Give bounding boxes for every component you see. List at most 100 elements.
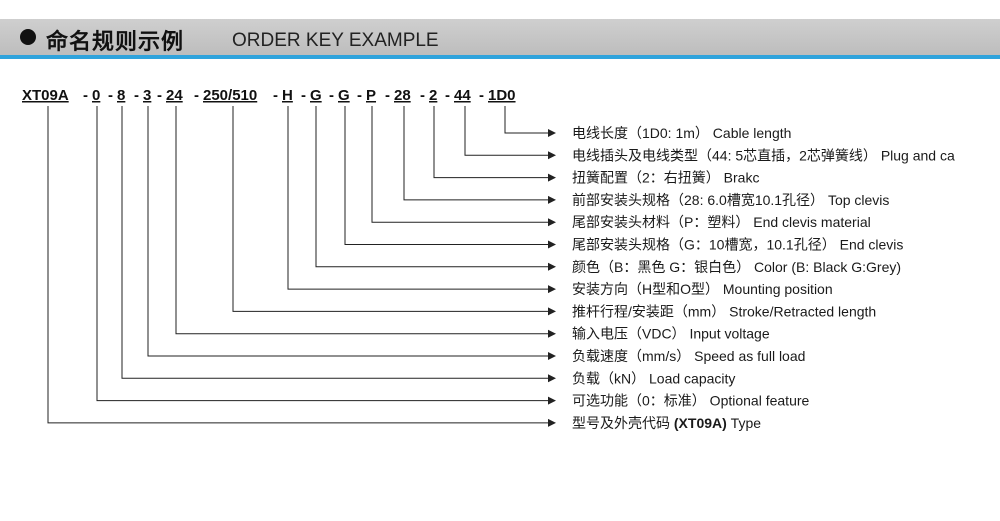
legend-label: 颜色（B：黑色 G：银白色） Color (B: Black G:Grey) xyxy=(572,259,901,275)
leader-line xyxy=(344,106,550,245)
code-separator: - xyxy=(385,87,390,104)
code-segment: 0 xyxy=(92,87,100,104)
legend-label-cn: 推杆行程/安装距（mm） xyxy=(572,303,725,319)
header-accent-line xyxy=(0,55,1000,59)
legend-label-cn: 安装方向（H型和O型） xyxy=(572,281,719,297)
code-segment: 3 xyxy=(143,87,151,104)
legend-label-code: (XT09A) xyxy=(670,415,727,431)
arrowhead-icon xyxy=(548,173,556,182)
legend-label: 负载速度（mm/s） Speed as full load xyxy=(572,348,805,364)
legend-label-cn: 颜色（B：黑色 G：银白色） xyxy=(572,259,750,275)
legend-label-cn: 前部安装头规格（28: 6.0槽宽10.1孔径） xyxy=(572,192,824,208)
leader-line xyxy=(232,106,550,312)
code-separator: - xyxy=(83,87,88,104)
legend-label: 扭簧配置（2：右扭簧） Brakc xyxy=(572,170,759,186)
code-segment: 24 xyxy=(166,87,183,104)
order-code: XT09A-0-8-3-24-250/510-H-G-G-P-28-2-44-1… xyxy=(22,87,516,104)
legend-label: 电线插头及电线类型（44: 5芯直插，2芯弹簧线） Plug and ca xyxy=(572,147,955,163)
arrowhead-icon xyxy=(548,218,556,227)
code-separator: - xyxy=(134,87,139,104)
code-segment: 250/510 xyxy=(203,87,257,104)
leader-lines xyxy=(47,106,556,427)
legend-label: 推杆行程/安装距（mm） Stroke/Retracted length xyxy=(572,303,876,319)
legend-label-cn: 电线长度（1D0: 1m） xyxy=(572,125,709,141)
code-segment: G xyxy=(338,87,350,104)
legend-label-en: Type xyxy=(727,415,761,431)
arrowhead-icon xyxy=(548,374,556,383)
legend-label: 负载（kN） Load capacity xyxy=(572,370,735,386)
leader-line xyxy=(121,106,550,379)
legend-label-en: End clevis material xyxy=(749,214,870,230)
code-segment: H xyxy=(282,87,293,104)
arrowhead-icon xyxy=(548,151,556,160)
leader-line xyxy=(287,106,550,290)
arrowhead-icon xyxy=(548,307,556,316)
code-separator: - xyxy=(329,87,334,104)
arrowhead-icon xyxy=(548,352,556,360)
leader-line xyxy=(403,106,550,201)
legend-label-en: Brakc xyxy=(720,170,760,186)
code-segment: 2 xyxy=(429,87,437,104)
legend-label: 尾部安装头材料（P：塑料） End clevis material xyxy=(572,214,871,230)
code-separator: - xyxy=(420,87,425,104)
header-banner xyxy=(0,19,1000,55)
legend-label-cn: 输入电压（VDC） xyxy=(572,326,686,342)
legend-labels: 电线长度（1D0: 1m） Cable length 电线插头及电线类型（44: … xyxy=(572,125,955,431)
legend-label: 电线长度（1D0: 1m） Cable length xyxy=(572,125,791,141)
arrowhead-icon xyxy=(548,129,556,137)
leader-line xyxy=(96,106,550,402)
code-separator: - xyxy=(479,87,484,104)
legend-label: 前部安装头规格（28: 6.0槽宽10.1孔径） Top clevis xyxy=(572,192,889,208)
legend-label-en: End clevis xyxy=(836,237,904,253)
code-separator: - xyxy=(357,87,362,104)
code-segment: G xyxy=(310,87,322,104)
code-segment: 8 xyxy=(117,87,125,104)
code-separator: - xyxy=(445,87,450,104)
legend-label-cn: 负载速度（mm/s） xyxy=(572,348,690,364)
arrowhead-icon xyxy=(548,195,556,204)
legend-label: 输入电压（VDC） Input voltage xyxy=(572,326,770,342)
leader-line xyxy=(464,106,550,156)
legend-label-en: Load capacity xyxy=(645,370,735,386)
leader-line xyxy=(175,106,550,335)
leader-line xyxy=(315,106,550,268)
code-separator: - xyxy=(273,87,278,104)
bullet-icon xyxy=(20,29,36,45)
code-separator: - xyxy=(301,87,306,104)
legend-label-cn: 负载（kN） xyxy=(572,370,645,386)
leader-line xyxy=(147,106,550,357)
legend-label-cn: 型号及外壳代码 xyxy=(572,415,670,431)
legend-label-cn: 尾部安装头材料（P：塑料） xyxy=(572,214,749,230)
legend-label-en: Mounting position xyxy=(719,281,833,297)
legend-label-en: Color (B: Black G:Grey) xyxy=(750,259,901,275)
legend-label-en: Stroke/Retracted length xyxy=(725,303,876,319)
arrowhead-icon xyxy=(548,262,556,271)
legend-label-en: Cable length xyxy=(709,125,792,141)
legend-label-en: Top clevis xyxy=(824,192,889,208)
arrowhead-icon xyxy=(548,329,556,338)
code-separator: - xyxy=(194,87,199,104)
header-title-cn: 命名规则示例 xyxy=(46,29,185,55)
code-segment: 1D0 xyxy=(488,87,516,104)
legend-label: 尾部安装头规格（G：10槽宽，10.1孔径） End clevis xyxy=(572,237,903,253)
arrowhead-icon xyxy=(548,240,556,249)
code-separator: - xyxy=(157,87,162,104)
code-segment: 44 xyxy=(454,87,471,104)
legend-label-cn: 可选功能（0：标准） xyxy=(572,393,706,409)
leader-line xyxy=(371,106,550,223)
code-separator: - xyxy=(108,87,113,104)
code-segment: 28 xyxy=(394,87,411,104)
legend-label: 可选功能（0：标准） Optional feature xyxy=(572,393,810,409)
code-segment: P xyxy=(366,87,376,104)
legend-label-cn: 扭簧配置（2：右扭簧） xyxy=(572,170,720,186)
leader-line xyxy=(433,106,550,179)
code-segment: XT09A xyxy=(22,87,69,104)
arrowhead-icon xyxy=(548,285,556,294)
header-title-en: ORDER KEY EXAMPLE xyxy=(232,30,439,51)
legend-label-en: Optional feature xyxy=(706,393,810,409)
legend-label-cn: 尾部安装头规格（G：10槽宽，10.1孔径） xyxy=(572,237,836,253)
leader-line xyxy=(504,106,550,134)
legend-label-en: Input voltage xyxy=(686,326,770,342)
legend-label-cn: 电线插头及电线类型（44: 5芯直插，2芯弹簧线） xyxy=(572,147,877,163)
